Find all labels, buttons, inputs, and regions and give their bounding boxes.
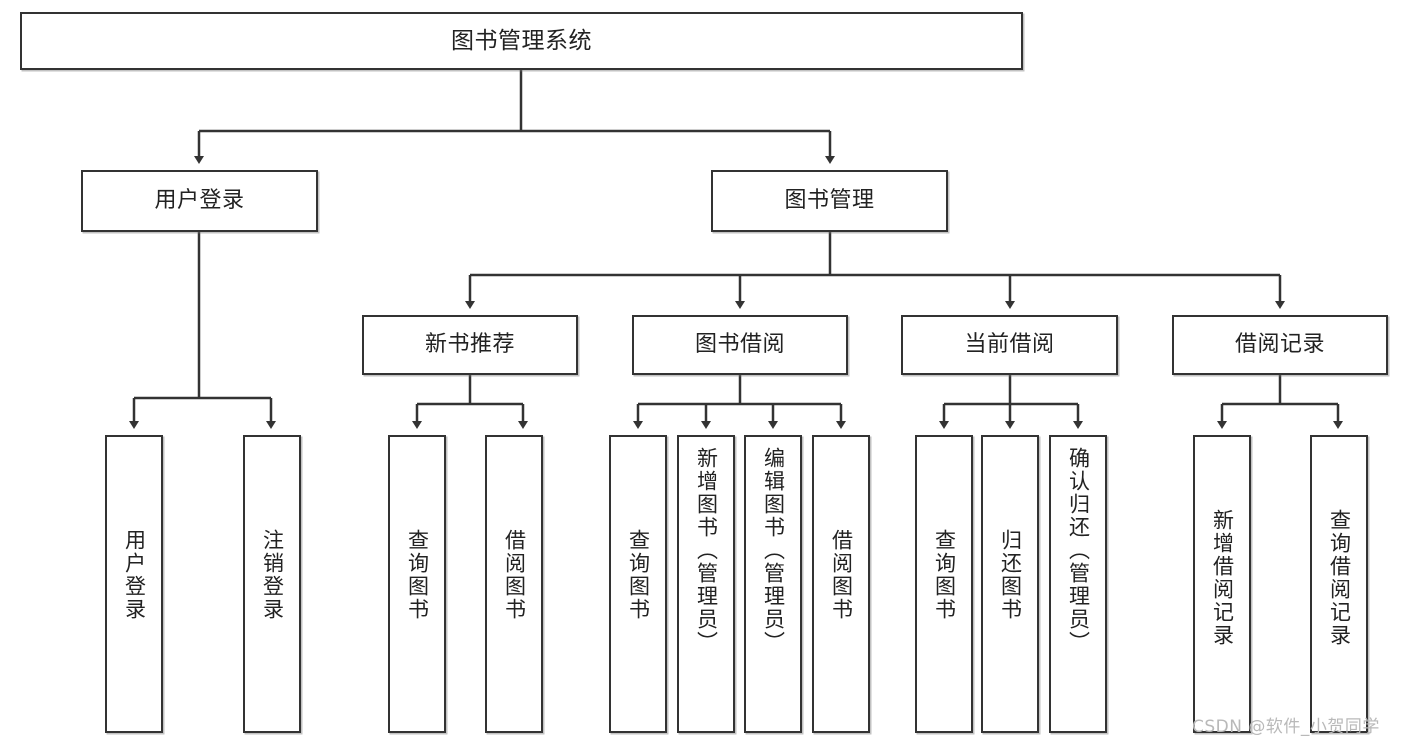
node-label: 查询图书 xyxy=(626,529,651,621)
leaf-borrow-book[interactable]: 借阅图书 xyxy=(812,435,870,733)
node-new-book-recommend[interactable]: 新书推荐 xyxy=(362,315,578,375)
node-label: 当前借阅 xyxy=(964,332,1055,358)
node-label: 归还图书 xyxy=(998,529,1023,621)
node-label: 图书管理系统 xyxy=(451,27,592,54)
node-label: 图书借阅 xyxy=(694,332,785,358)
leaf-query-borrow-record[interactable]: 查询借阅记录 xyxy=(1310,435,1368,733)
leaf-query-book-borrow[interactable]: 查询图书 xyxy=(609,435,667,733)
leaf-confirm-return-admin[interactable]: 确认归还（管理员） xyxy=(1049,435,1107,733)
node-borrow-record[interactable]: 借阅记录 xyxy=(1172,315,1388,375)
node-label: 查询图书 xyxy=(932,529,957,621)
node-label: 借阅图书 xyxy=(829,529,854,621)
node-label: 查询图书 xyxy=(405,529,430,621)
node-label: 借阅图书 xyxy=(502,529,527,621)
leaf-return-book[interactable]: 归还图书 xyxy=(981,435,1039,733)
leaf-user-login[interactable]: 用户登录 xyxy=(105,435,163,733)
leaf-borrow-book-recommend[interactable]: 借阅图书 xyxy=(485,435,543,733)
leaf-query-book-current[interactable]: 查询图书 xyxy=(915,435,973,733)
node-label: 确认归还（管理员） xyxy=(1066,447,1091,654)
node-book-management[interactable]: 图书管理 xyxy=(711,170,948,232)
node-current-borrow[interactable]: 当前借阅 xyxy=(901,315,1118,375)
leaf-edit-book-admin[interactable]: 编辑图书（管理员） xyxy=(744,435,802,733)
node-label: 查询借阅记录 xyxy=(1327,509,1352,647)
node-user-login[interactable]: 用户登录 xyxy=(81,170,318,232)
node-label: 用户登录 xyxy=(122,529,147,621)
node-book-borrow[interactable]: 图书借阅 xyxy=(632,315,848,375)
node-label: 新书推荐 xyxy=(424,332,515,358)
node-label: 新增图书（管理员） xyxy=(694,447,719,654)
leaf-add-borrow-record[interactable]: 新增借阅记录 xyxy=(1193,435,1251,733)
node-label: 新增借阅记录 xyxy=(1210,509,1235,647)
leaf-query-book-recommend[interactable]: 查询图书 xyxy=(388,435,446,733)
node-label: 编辑图书（管理员） xyxy=(761,447,786,654)
node-label: 用户登录 xyxy=(154,188,245,214)
watermark-text: CSDN @软件_小贺同学 xyxy=(1192,717,1380,737)
node-label: 注销登录 xyxy=(260,529,285,621)
node-label: 图书管理 xyxy=(784,188,875,214)
node-root-system[interactable]: 图书管理系统 xyxy=(20,12,1023,70)
node-label: 借阅记录 xyxy=(1234,332,1325,358)
leaf-add-book-admin[interactable]: 新增图书（管理员） xyxy=(677,435,735,733)
leaf-logout[interactable]: 注销登录 xyxy=(243,435,301,733)
